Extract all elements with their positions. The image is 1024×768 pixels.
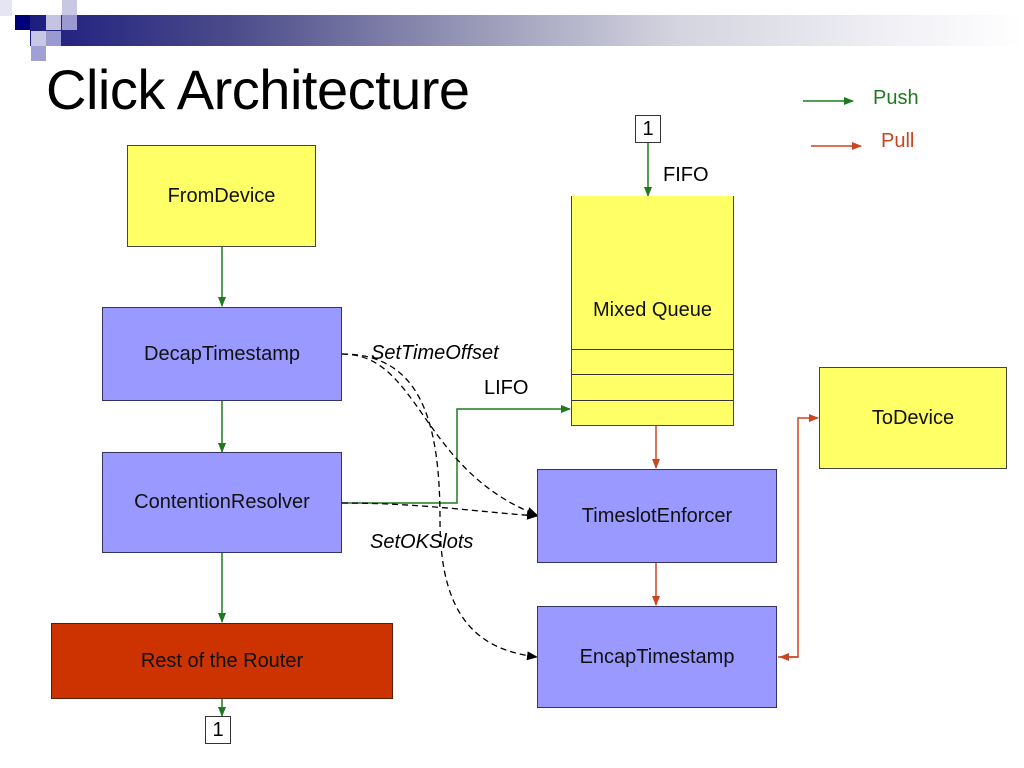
header-square-mid xyxy=(31,46,46,61)
legend-push-label: Push xyxy=(873,87,919,109)
set-ok-slots-label: SetOKSlots xyxy=(370,531,474,553)
header-gradient-bar xyxy=(30,15,1024,46)
queue-slot-divider xyxy=(572,349,733,350)
header-square-dark xyxy=(15,15,30,30)
element-label: TimeslotEnforcer xyxy=(581,504,733,527)
element-fromdevice: FromDevice xyxy=(127,145,316,247)
header-square-mid xyxy=(62,15,77,30)
header-square-mid xyxy=(46,31,61,46)
element-mixed-queue: Mixed Queue xyxy=(571,196,734,426)
connector-top: 1 xyxy=(635,115,661,143)
connector-bottom: 1 xyxy=(205,716,231,744)
edge-contention-queue-lifo xyxy=(342,405,571,504)
element-label: Mixed Queue xyxy=(593,299,712,321)
element-decaptimestamp: DecapTimestamp xyxy=(102,307,342,401)
lifo-label: LIFO xyxy=(484,377,529,399)
edge-encap-todevice xyxy=(778,414,819,658)
dashed-contention-timeslot xyxy=(341,502,538,520)
header-square-light xyxy=(0,0,12,16)
header-square-light xyxy=(62,0,77,15)
element-contentionresolver: ContentionResolver xyxy=(102,452,342,553)
element-label: FromDevice xyxy=(167,184,276,207)
legend-pull-label: Pull xyxy=(881,130,915,152)
header-square-light xyxy=(31,31,46,46)
element-label: DecapTimestamp xyxy=(144,342,300,365)
set-time-offset-label: SetTimeOffset xyxy=(371,342,499,364)
element-label: EncapTimestamp xyxy=(579,645,735,668)
element-label: ToDevice xyxy=(871,406,955,429)
element-label: ContentionResolver xyxy=(134,491,310,513)
slide-title: Click Architecture xyxy=(46,58,470,121)
element-encaptimestamp: EncapTimestamp xyxy=(537,606,777,708)
element-todevice: ToDevice xyxy=(819,367,1007,469)
element-timeslotenforcer: TimeslotEnforcer xyxy=(537,469,777,563)
queue-slot-divider xyxy=(572,374,733,375)
element-rest-of-router: Rest of the Router xyxy=(51,623,393,699)
dashed-decap-encap xyxy=(341,353,538,661)
fifo-label: FIFO xyxy=(663,164,709,186)
header-square-light xyxy=(46,15,61,30)
element-label: Rest of the Router xyxy=(140,649,304,672)
dashed-decap-timeslot xyxy=(341,353,538,516)
queue-slot-divider xyxy=(572,400,733,401)
